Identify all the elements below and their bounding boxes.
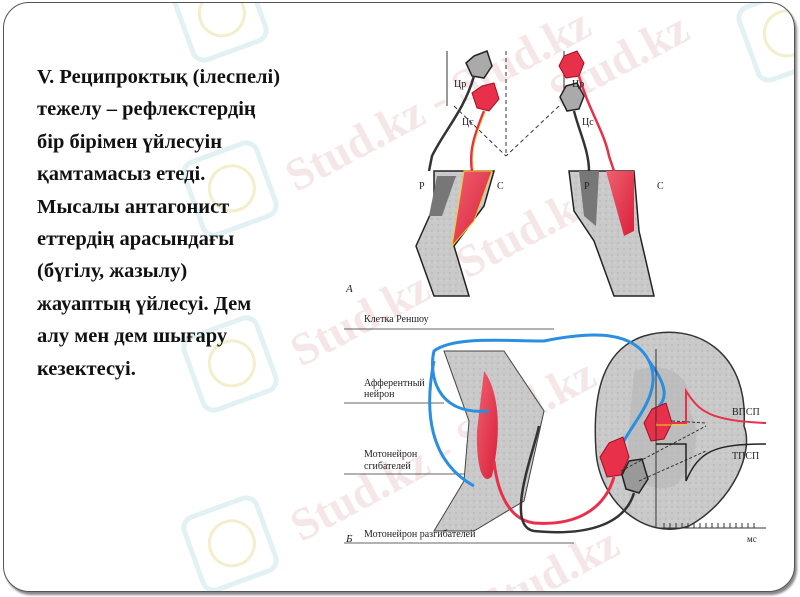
figure-graphic: [344, 50, 767, 544]
text-line: алу мен дем шығару: [37, 325, 228, 348]
text-line: Мысалы антагонист: [37, 195, 230, 218]
panel-b-label: Б: [346, 533, 353, 545]
text-line: еттердің арасындағы: [37, 228, 235, 251]
text-line: (бүгілу, жазылу): [37, 260, 188, 283]
panel-a-label: А: [346, 283, 353, 295]
slide: Stud.kz - Stud.kz Stud.kz - Stud.kz Stud…: [3, 2, 795, 592]
reciprocal-inhibition-figure: Цр Цс Р С Цр Цс Р С А Клетка Реншоу Аффе…: [334, 31, 774, 551]
label-left-flexor: С: [497, 181, 504, 192]
label-afferent-neuron-1: Афферентный: [364, 378, 425, 389]
text-line: кезектесуі.: [37, 357, 136, 380]
label-right-lower-neuron: Цс: [582, 117, 594, 128]
watermark-logo-icon: [167, 3, 273, 67]
label-epsp: ВПСП: [732, 407, 760, 418]
label-flexor-motoneuron-2: сгибателей: [364, 461, 411, 472]
label-renshaw-cell: Клетка Реншоу: [364, 314, 429, 325]
text-line: жауаптың үйлесуі. Дем: [37, 292, 252, 315]
panel-a: [415, 50, 655, 297]
panel-b: [344, 328, 767, 544]
label-ipsp: ТПСП: [732, 451, 760, 462]
text-line: қамтамасыз етеді.: [37, 163, 206, 186]
label-extensor-motoneuron: Мотонейрон разгибателей: [364, 529, 476, 540]
label-afferent-neuron-2: нейрон: [364, 389, 395, 400]
label-right-upper-neuron: Цр: [572, 79, 585, 90]
text-line: тежелу – рефлекстердің: [37, 98, 256, 121]
label-flexor-motoneuron-1: Мотонейрон: [364, 449, 418, 460]
label-time-unit: мс: [747, 534, 757, 544]
label-right-extensor: Р: [584, 181, 590, 192]
label-left-upper-neuron: Цр: [454, 79, 467, 90]
text-line: бір бірімен үйлесуін: [37, 130, 223, 153]
watermark-logo-icon: [177, 491, 283, 591]
label-left-lower-neuron: Цс: [462, 117, 474, 128]
label-left-extensor: Р: [419, 181, 425, 192]
text-line: V. Реципроктық (ілеспелі): [37, 66, 281, 88]
label-right-flexor: С: [657, 181, 664, 192]
slide-body-text: V. Реципроктық (ілеспелі) тежелу – рефле…: [37, 61, 327, 385]
